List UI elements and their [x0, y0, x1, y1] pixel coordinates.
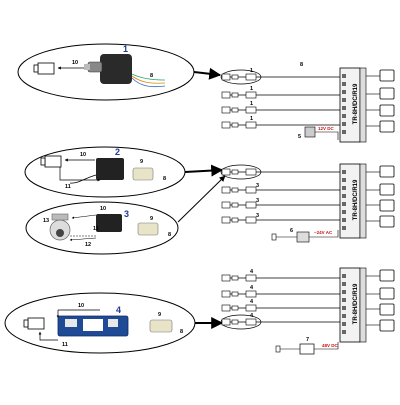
system-1: 10 1 8 1	[17, 43, 395, 143]
power-supply-3-icon	[275, 342, 339, 355]
label-13: 13	[43, 218, 49, 224]
label-12: 12	[85, 242, 91, 248]
camera-icon	[23, 317, 45, 330]
label-10: 10	[78, 303, 84, 309]
channel-label: 3	[256, 198, 259, 204]
channel-label: 3	[256, 213, 259, 219]
group-number-1: 1	[123, 44, 128, 54]
label-8: 8	[168, 232, 171, 238]
hub-label: TR-8H/DC/R19	[353, 83, 359, 124]
channel-connectors-2	[221, 168, 257, 224]
channel-label: 4	[250, 313, 254, 319]
channel-label: 4	[250, 299, 254, 305]
camera-icon	[33, 62, 55, 75]
monitors-1	[379, 69, 395, 133]
cable-number: 8	[300, 62, 303, 68]
group-number-4: 4	[116, 305, 121, 315]
channel-label: 1	[250, 86, 253, 92]
balun-3-icon	[96, 214, 122, 232]
channel-label: 1	[250, 116, 253, 122]
system-3: 10 4 11 9 8	[4, 267, 395, 355]
power-number: 5	[298, 134, 301, 140]
label-8: 8	[163, 176, 166, 182]
power-voltage: 12V DC	[318, 126, 335, 131]
channel-connectors-1	[221, 73, 257, 129]
label-10: 10	[80, 152, 86, 158]
rj45-plug-icon	[149, 319, 173, 333]
ellipse-group-3	[25, 201, 179, 255]
label-11: 11	[62, 342, 68, 348]
camera-icon	[40, 155, 62, 168]
channel-label: 3	[256, 183, 259, 189]
balun-1-icon	[84, 54, 132, 84]
label-11: 11	[65, 184, 71, 190]
system-2: 10 2 11 9 8 13 3 10 11 12 9	[24, 146, 395, 255]
power-supply-1-icon	[304, 126, 339, 140]
hub-label: TR-8H/DC/R19	[353, 179, 359, 220]
channel-connectors-3	[221, 274, 257, 326]
label-8: 8	[180, 329, 183, 335]
hub-unit-3	[339, 267, 367, 343]
channel-label: 4	[250, 269, 254, 275]
group-number-2: 2	[115, 147, 120, 157]
label-9: 9	[140, 159, 143, 165]
label-9: 9	[158, 312, 161, 318]
power-number: 6	[290, 228, 293, 234]
group-number-3: 3	[124, 209, 129, 219]
monitors-2	[379, 165, 395, 228]
power-voltage: ~24V AC	[314, 230, 333, 235]
power-supply-2-icon	[271, 230, 339, 243]
channel-label: 4	[250, 285, 254, 291]
label-11: 11	[93, 226, 99, 232]
rj45-plug-icon	[132, 167, 154, 181]
channel-label: 1	[250, 68, 253, 74]
channel-label: 1	[250, 101, 253, 107]
balun-4-icon	[57, 315, 129, 337]
hub-label: TR-8H/DC/R19	[353, 283, 359, 324]
power-voltage: 48V DC	[322, 343, 339, 348]
monitors-3	[379, 269, 395, 332]
balun-2-icon	[69, 158, 124, 184]
label-10: 10	[72, 60, 78, 66]
hub-unit-2	[339, 163, 367, 239]
label-10: 10	[100, 206, 106, 212]
power-number: 7	[306, 337, 309, 343]
rj45-plug-icon	[137, 222, 159, 236]
ptz-camera-icon	[49, 213, 71, 241]
label-9: 9	[150, 216, 153, 222]
hub-unit-1	[339, 67, 367, 143]
label-8: 8	[150, 73, 153, 79]
